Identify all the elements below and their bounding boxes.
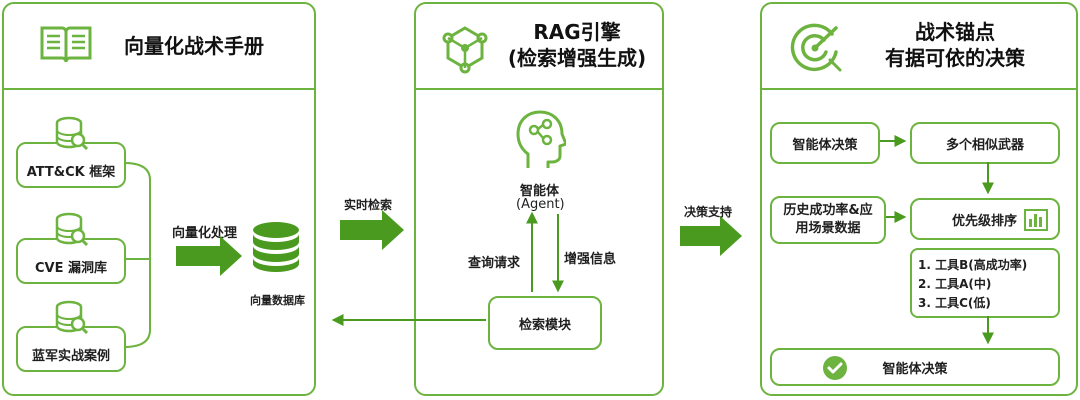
source-redteam-label: 蓝军实战案例	[31, 349, 110, 364]
retrieval-module-box: 检索模块	[488, 296, 602, 350]
sources-bracket	[123, 162, 151, 348]
book-icon	[38, 24, 94, 70]
priority-sort-box: 优先级排序	[910, 198, 1060, 240]
similar-weapons-box: 多个相似武器	[910, 122, 1060, 164]
history-data-box: 历史成功率&应 用场景数据	[770, 196, 886, 244]
similar-weapons-label: 多个相似武器	[945, 137, 1024, 153]
bar-chart-icon	[1024, 209, 1048, 235]
rag-engine-title-line1: RAG引擎	[533, 20, 621, 44]
priority-sort-label: 优先级排序	[952, 213, 1018, 229]
db-search-icon-1	[55, 116, 89, 151]
source-attck: ATT&CK 框架	[16, 142, 126, 188]
agent-sub: (Agent)	[516, 197, 565, 212]
rag-engine-title-line2: (检索增强生成)	[507, 46, 647, 70]
agent-name: 智能体	[520, 184, 560, 199]
history-line1: 历史成功率&应	[783, 203, 873, 218]
target-icon	[790, 22, 842, 78]
db-search-icon-2	[55, 212, 89, 247]
vector-manual-panel: 向量化战术手册 ATT&CK 框架 CVE 漏洞库 蓝军实战案例 向量化处理 向…	[2, 2, 316, 396]
rag-engine-panel: RAG引擎 (检索增强生成) 智能体 (Agent) 查询请求 增强信息 检索模…	[414, 2, 664, 396]
realtime-label: 实时检索	[344, 198, 393, 212]
ranking-item-1: 1. 工具B(高成功率)	[918, 258, 1028, 272]
rag-engine-header: RAG引擎 (检索增强生成)	[416, 4, 662, 90]
query-label: 查询请求	[468, 256, 521, 271]
vector-db-label: 向量数据库	[250, 294, 305, 307]
tactical-anchor-title: 战术锚点 有据可依的决策	[858, 19, 1052, 71]
agent-decision-label: 智能体决策	[792, 137, 858, 153]
source-redteam: 蓝军实战案例	[16, 326, 126, 372]
rag-engine-title: RAG引擎 (检索增强生成)	[502, 19, 652, 71]
decision-support-label: 决策支持	[684, 205, 733, 219]
final-decision-box: 智能体决策	[770, 348, 1060, 386]
check-circle-icon	[822, 355, 848, 385]
enhance-label: 增强信息	[564, 252, 617, 267]
decision-support-arrow	[680, 216, 742, 256]
ranking-item-2: 2. 工具A(中)	[918, 277, 992, 291]
tactical-anchor-title-line2: 有据可依的决策	[885, 46, 1025, 70]
brain-head-icon	[514, 108, 568, 176]
vectorize-arrow	[176, 236, 242, 276]
realtime-arrow	[340, 210, 404, 250]
db-search-icon-3	[55, 300, 89, 335]
ranking-item-3: 3. 工具C(低)	[918, 296, 991, 310]
vector-db-icon	[253, 222, 299, 272]
tactical-anchor-header: 战术锚点 有据可依的决策	[762, 4, 1076, 90]
agent-decision-box: 智能体决策	[770, 122, 880, 164]
vector-manual-title: 向量化战术手册	[124, 34, 264, 58]
final-decision-label: 智能体决策	[882, 361, 948, 377]
tactical-anchor-title-line1: 战术锚点	[915, 20, 995, 44]
history-line2: 用场景数据	[795, 221, 861, 236]
network-icon	[440, 22, 490, 78]
source-cve-label: CVE 漏洞库	[34, 261, 107, 276]
retrieval-module-label: 检索模块	[518, 317, 571, 333]
source-attck-label: ATT&CK 框架	[26, 165, 116, 180]
tactical-anchor-panel: 战术锚点 有据可依的决策 智能体决策 多个相似武器 历史成功率&应 用场景数据 …	[760, 2, 1078, 396]
ranking-list: 1. 工具B(高成功率) 2. 工具A(中) 3. 工具C(低)	[910, 248, 1060, 318]
vector-manual-header: 向量化战术手册	[4, 4, 314, 90]
